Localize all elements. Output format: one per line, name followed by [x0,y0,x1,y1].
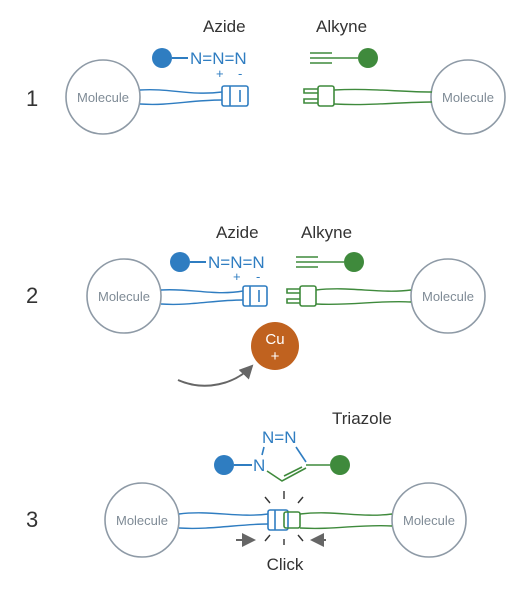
molecule-left-label: Molecule [116,513,168,528]
azide-plus: + [233,269,241,284]
triazole-ring-green [266,467,307,482]
azide-node [152,48,172,68]
triazole-double-bond [283,466,303,477]
molecule-right [410,258,486,334]
azide-plus: + [216,66,224,81]
azide-formula: N=N=N [208,253,265,272]
alkyne-clip [303,85,335,107]
copper-charge: + [271,348,280,365]
molecule-left [65,59,141,135]
alkyne-node [330,455,350,475]
triazole-n-top: N=N [262,428,296,447]
copper-label: Cu [265,331,284,348]
azide-node [170,252,190,272]
triazole-label: Triazole [332,409,392,428]
alkyne-cable [299,512,393,530]
azide-buckle [221,85,249,107]
click-sparks [264,491,304,545]
molecule-left [104,482,180,558]
molecule-left-label: Molecule [77,90,129,105]
click-label: Click [267,555,304,574]
triazole-bond [261,446,265,456]
triazole-n-left: N [253,456,265,475]
alkyne-cable [333,88,433,106]
alkyne-clip [286,285,317,307]
azide-cable [139,88,223,106]
alkyne-node [358,48,378,68]
step-3: 3 Triazole N N=N Molecule Molecule [26,409,467,574]
triazole-bond [295,446,307,463]
step-number-2: 2 [26,283,38,308]
molecule-left [86,258,162,334]
step-1: 1 N=N=N + - Azide Alkyne Molecule Molecu… [26,17,506,135]
alkyne-triple-bond [310,52,358,64]
step-number-3: 3 [26,507,38,532]
step-number-1: 1 [26,86,38,111]
molecule-right [391,482,467,558]
molecule-right-label: Molecule [422,289,474,304]
azide-label: Azide [216,223,259,242]
molecule-right-label: Molecule [442,90,494,105]
alkyne-label: Alkyne [301,223,352,242]
catalyst-arrow [177,364,254,387]
azide-label: Azide [203,17,246,36]
alkyne-node [344,252,364,272]
azide-cable [178,512,269,530]
azide-minus: - [238,66,242,81]
alkyne-cable [315,288,412,306]
azide-buckle [242,285,268,307]
azide-formula: N=N=N [190,49,247,68]
azide-cable [160,288,244,306]
molecule-right [430,59,506,135]
step-2: 2 N=N=N + - Azide Alkyne Molecule Molecu… [26,223,486,387]
azide-minus: - [256,269,260,284]
alkyne-triple-bond [296,256,344,268]
copper-catalyst [251,322,299,370]
molecule-right-label: Molecule [403,513,455,528]
alkyne-label: Alkyne [316,17,367,36]
molecule-left-label: Molecule [98,289,150,304]
clicked-buckle [267,509,301,531]
azide-node [214,455,234,475]
